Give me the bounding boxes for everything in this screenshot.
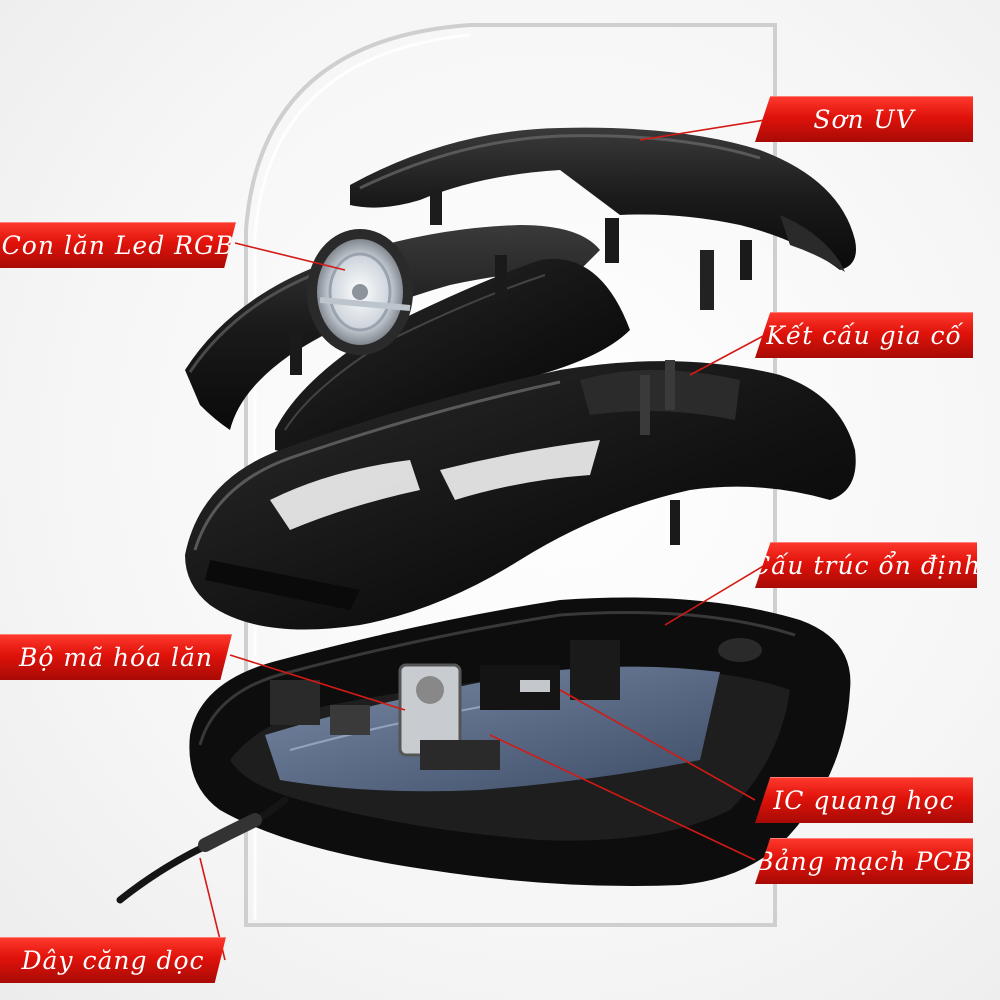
label-bang-mach-pcb: Bảng mạch PCB (755, 838, 973, 884)
label-ket-cau-gia-co: Kết cấu gia cố (755, 312, 973, 358)
button-shell (185, 225, 630, 453)
top-shell (350, 127, 856, 310)
rgb-scroll-wheel (307, 229, 413, 355)
label-con-lan-led-rgb: Con lăn Led RGB (0, 222, 236, 268)
base-shell (189, 597, 851, 886)
label-ic-quang-hoc: IC quang học (755, 777, 973, 823)
label-day-cang-doc: Dây căng dọc (0, 937, 226, 983)
middle-frame (185, 360, 856, 630)
label-son-uv: Sơn UV (755, 96, 973, 142)
label-cau-truc-on-dinh: Cấu trúc ổn định (755, 542, 977, 588)
label-bo-ma-hoa-lan: Bộ mã hóa lăn (0, 634, 232, 680)
glass-frame (244, 23, 777, 927)
